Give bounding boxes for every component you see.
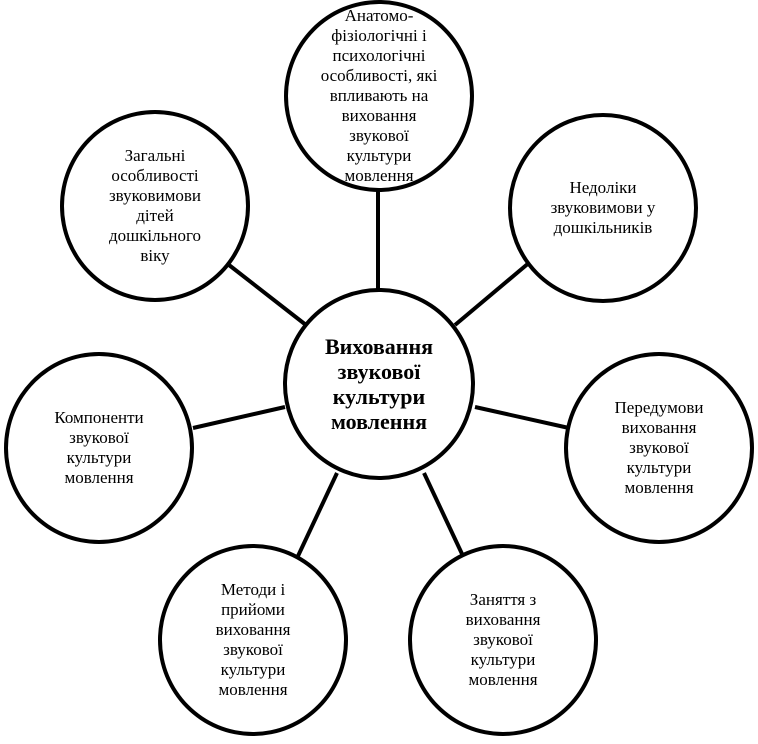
node-zanyattya-label: Заняття з виховання звукової культури мо… xyxy=(465,590,541,689)
connector-peredumovy xyxy=(474,405,570,430)
node-peredumovy-label: Передумови виховання звукової культури м… xyxy=(614,398,704,497)
connector-komponenty xyxy=(192,405,286,430)
node-zagalni-label: Загальні особливості звуковимови дітей д… xyxy=(108,146,202,265)
node-zanyattya: Заняття з виховання звукової культури мо… xyxy=(408,544,598,736)
node-anatomo-label: Анатомо- фізіологічні і психологічні осо… xyxy=(320,6,438,185)
connector-zagalni xyxy=(227,263,308,327)
node-metody-label: Методи і прийоми виховання звукової куль… xyxy=(215,580,291,699)
connector-zanyattya xyxy=(422,472,465,557)
node-metody: Методи і прийоми виховання звукової куль… xyxy=(158,544,348,736)
center-node: Виховання звукової культури мовлення xyxy=(283,288,475,480)
node-komponenty-label: Компоненти звукової культури мовлення xyxy=(54,408,144,487)
node-nedoliky: Недоліки звуковимови у дошкільників xyxy=(508,113,698,303)
node-zagalni: Загальні особливості звуковимови дітей д… xyxy=(60,110,250,302)
node-peredumovy: Передумови виховання звукової культури м… xyxy=(564,352,754,544)
connector-metody xyxy=(296,472,339,557)
connector-nedoliky xyxy=(453,260,532,327)
center-node-label: Виховання звукової культури мовлення xyxy=(324,334,434,434)
node-nedoliky-label: Недоліки звуковимови у дошкільників xyxy=(550,178,656,237)
node-anatomo: Анатомо- фізіологічні і психологічні осо… xyxy=(284,0,474,192)
node-komponenty: Компоненти звукової культури мовлення xyxy=(4,352,194,544)
